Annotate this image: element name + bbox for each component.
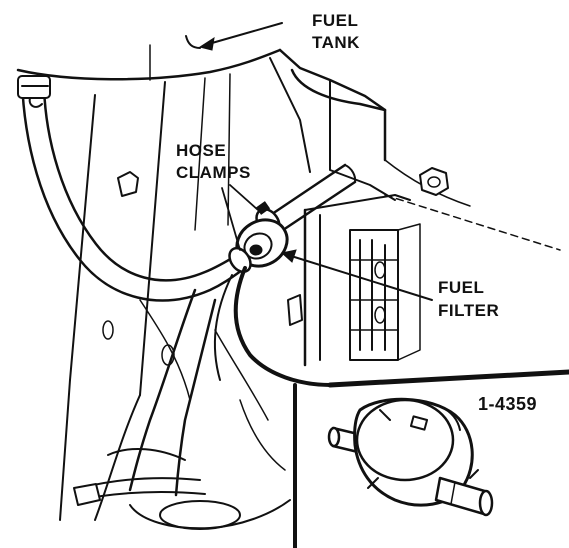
- fuel-hose-outlet: [213, 266, 569, 388]
- label-fuel-filter-line1: FUEL: [438, 278, 484, 297]
- label-hose-clamps-line1: HOSE: [176, 141, 226, 160]
- mounting-bolt: [419, 167, 449, 196]
- figure-number: 1-4359: [478, 394, 537, 414]
- hose-clamp-lower: [228, 246, 252, 274]
- label-fuel-filter-line2: FILTER: [438, 301, 499, 320]
- label-fuel-tank-line1: FUEL: [312, 11, 358, 30]
- label-fuel-tank-line2: TANK: [312, 33, 360, 52]
- fuel-hose-left: [17, 75, 247, 302]
- label-fuel-filter: FUEL FILTER: [438, 278, 499, 320]
- fuel-line-to-tank: [273, 163, 357, 230]
- frame-bracket: [287, 194, 421, 367]
- leader-lines: [198, 22, 433, 301]
- lower-suspension-arm: [73, 288, 291, 530]
- fuel-tank-structure: [16, 35, 561, 521]
- label-hose-clamps: HOSE CLAMPS: [176, 141, 251, 182]
- label-hose-clamps-line2: CLAMPS: [176, 163, 251, 182]
- fuel-filter-detail: [327, 397, 494, 517]
- label-fuel-tank: FUEL TANK: [312, 11, 360, 52]
